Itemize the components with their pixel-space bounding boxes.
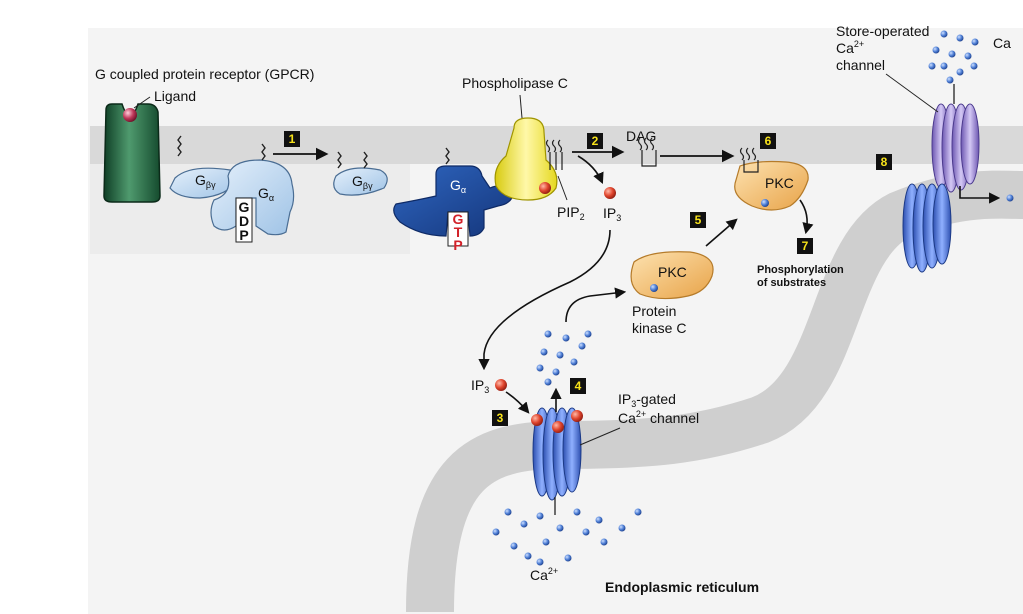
ca-ion-entering	[1006, 194, 1014, 202]
ip3-gated-leader	[579, 427, 621, 446]
store-leader	[885, 73, 939, 113]
gtp-g: G	[453, 211, 464, 227]
gdp-g: G	[239, 199, 250, 215]
ligand-label: Ligand	[154, 88, 196, 104]
step-3-number: 3	[497, 411, 504, 425]
step-3-box	[492, 410, 508, 426]
step-5-box	[690, 212, 706, 228]
dag-label: DAG	[626, 128, 656, 144]
step-7-number: 7	[802, 239, 809, 253]
g-beta-gamma-released	[333, 151, 388, 196]
ip3-bound-3	[571, 410, 583, 422]
step-2-box	[587, 133, 603, 149]
pkc-cytosol-label: PKC	[658, 264, 687, 280]
ip3-label-top: IP3	[603, 205, 621, 223]
gdp-p: P	[239, 227, 248, 243]
arrow-ip3-binding	[505, 391, 530, 414]
step-5-number: 5	[695, 213, 702, 227]
store-label-1: Store-operated	[836, 23, 929, 39]
background-panel	[88, 28, 1023, 614]
ip3-bound-1	[531, 414, 543, 426]
pkc-anchor-lipid	[739, 147, 759, 173]
g-beta-gamma-released-label: Gβγ	[352, 173, 373, 191]
ca-ions-cytosol	[536, 330, 592, 386]
pip2-lipid	[545, 139, 563, 170]
gdp-d: D	[239, 213, 249, 229]
store-operated-channel	[931, 103, 980, 193]
pkc-membrane	[734, 160, 809, 211]
protein-kinase-line2: kinase C	[632, 320, 686, 336]
step-2-number: 2	[592, 134, 599, 148]
step-4-number: 4	[575, 379, 582, 393]
step-8-number: 8	[881, 155, 888, 169]
step-6-number: 6	[765, 134, 772, 148]
ip3-gated-label-1: IP3-gated	[618, 391, 676, 409]
step-6-box	[760, 133, 776, 149]
stim-channel	[902, 183, 952, 273]
ca-label-er: Ca2+	[530, 566, 558, 583]
gtp-t: T	[454, 224, 463, 240]
step-1-number: 1	[289, 132, 296, 146]
arrow-step-7	[799, 199, 814, 235]
arrow-to-ip3	[577, 155, 604, 185]
g-alpha-active	[393, 147, 515, 247]
g-beta-gamma-label: Gβγ	[195, 172, 216, 190]
g-alpha-label: Gα	[258, 185, 274, 203]
gtp-p: P	[453, 237, 462, 253]
pkc-membrane-label: PKC	[765, 175, 794, 191]
phospholipase-label: Phospholipase C	[462, 75, 568, 91]
pip2-leader	[557, 175, 568, 201]
ca-ions-er	[492, 508, 642, 566]
pkc-ca-bound	[761, 199, 769, 207]
g-protein-inactive	[169, 135, 295, 243]
ip3-ball-bottom	[495, 379, 507, 391]
ca-ions-extracellular	[928, 30, 979, 84]
er-label: Endoplasmic reticulum	[605, 579, 759, 595]
ip3-gated-label-2: Ca2+ channel	[618, 409, 699, 426]
arrow-step-8	[959, 186, 1001, 204]
gpcr-label: G coupled protein receptor (GPCR)	[95, 66, 314, 82]
gpcr-receptor	[103, 103, 161, 203]
phospholipase-c	[494, 117, 558, 201]
step-8-box	[876, 154, 892, 170]
ip3-bound-2	[552, 421, 564, 433]
pip2-headgroup	[539, 182, 551, 194]
phospholipase-leader	[519, 94, 523, 119]
step-1-box	[284, 131, 300, 147]
phosphorylation-line1: Phosphorylation	[757, 264, 844, 276]
ligand-ball	[123, 108, 137, 122]
pip2-label: PIP2	[557, 204, 585, 222]
ip3-ball-top	[604, 187, 616, 199]
g-alpha-active-label: Gα	[450, 177, 466, 195]
store-label-2: Ca2+	[836, 39, 864, 56]
arrow-ca-to-pkc	[565, 287, 627, 323]
store-label-3: channel	[836, 57, 885, 73]
dag-lipid	[637, 137, 657, 167]
phosphorylation-line2: of substrates	[757, 277, 826, 289]
arrow-step-5	[705, 218, 738, 247]
ligand-leader	[133, 96, 151, 109]
step-7-box	[797, 238, 813, 254]
pkc-cytosol-ca	[650, 284, 658, 292]
ip3-gated-channel	[532, 407, 582, 501]
arrow-ip3-to-channel	[478, 229, 611, 371]
ca-label-top: Ca	[993, 35, 1011, 51]
step-4-box	[570, 378, 586, 394]
protein-kinase-line1: Protein	[632, 303, 676, 319]
ip3-label-bottom: IP3	[471, 377, 489, 395]
